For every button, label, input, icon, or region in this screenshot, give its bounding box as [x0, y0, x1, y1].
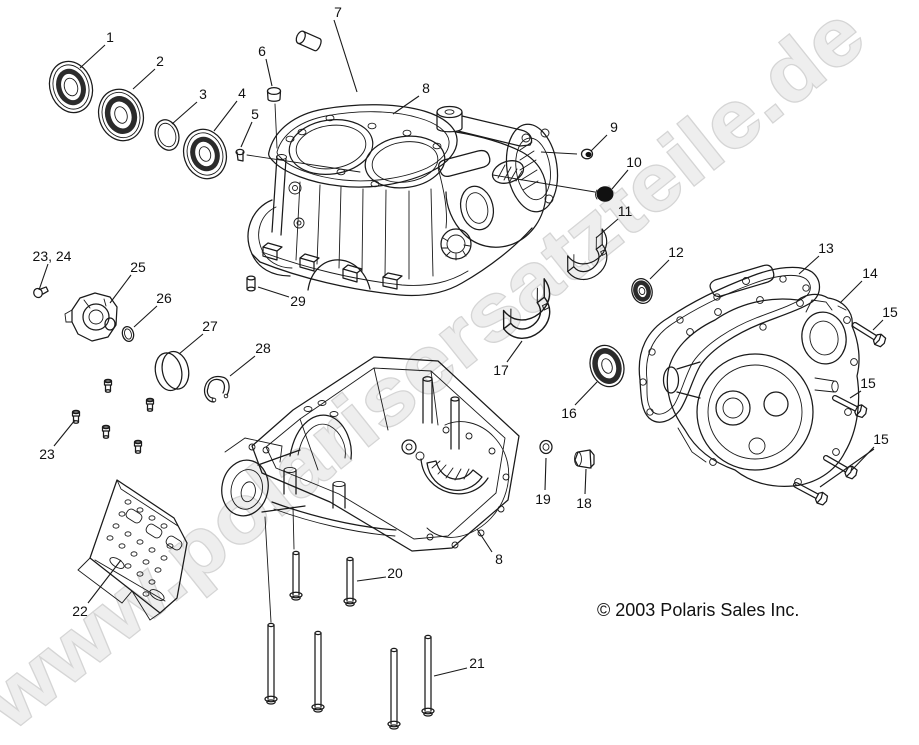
callout-label-10: 10: [626, 154, 642, 170]
callout-label-23: 23: [39, 446, 55, 462]
callout-label-28: 28: [255, 340, 271, 356]
callout-label-15: 15: [860, 375, 876, 391]
callout-leader-line: [595, 218, 619, 239]
callout-leader-line: [584, 468, 587, 495]
part-23-studs: [71, 378, 155, 454]
callout-label-9: 9: [610, 119, 618, 135]
part-5-screw: [235, 148, 245, 162]
callout-leader-line: [132, 68, 156, 90]
part-6-plug: [266, 86, 282, 102]
callout-label-25: 25: [130, 259, 146, 275]
callout-label-13: 13: [818, 240, 834, 256]
callout-leader-line: [87, 559, 122, 604]
callout-leader-line: [356, 576, 387, 582]
part-25-housing: [64, 292, 118, 342]
callout-leader-line: [109, 274, 132, 304]
part-23-24-bolt: [33, 286, 49, 299]
copyright-text: © 2003 Polaris Sales Inc.: [597, 600, 799, 620]
part-8-lower-crankcase: [221, 356, 520, 623]
callout-label-2: 2: [156, 53, 164, 69]
callout-leader-line: [433, 667, 468, 677]
callout-label-23-24: 23, 24: [33, 248, 72, 264]
callout-label-21: 21: [469, 655, 485, 671]
callout-label-7: 7: [334, 4, 342, 20]
part-7-dowel-pin: [295, 30, 322, 52]
part-27-plug-disc: [154, 350, 190, 392]
callout-label-16: 16: [561, 405, 577, 421]
callout-leader-line: [872, 319, 884, 331]
callout-label-5: 5: [251, 106, 259, 122]
part-16-oil-seal: [589, 344, 625, 388]
part-28-snap-ring: [203, 375, 230, 403]
callout-label-18: 18: [576, 495, 592, 511]
callout-leader-line: [506, 340, 523, 363]
callout-leader-line: [476, 528, 493, 553]
callout-label-19: 19: [535, 491, 551, 507]
callout-leader-line: [849, 390, 862, 399]
callout-leader-line: [38, 263, 49, 291]
part-9-nut: [580, 148, 594, 160]
callout-label-4: 4: [238, 85, 246, 101]
callout-leader-line: [590, 134, 608, 152]
callout-label-12: 12: [668, 244, 684, 260]
part-12-seal-washer: [631, 278, 653, 304]
callout-leader-line: [850, 446, 875, 472]
callout-leader-line: [213, 100, 238, 132]
callout-label-22: 22: [72, 603, 88, 619]
part-3-shim: [154, 119, 180, 151]
part-14-crankcase-cover: [662, 293, 860, 488]
part-21-bolts: [264, 622, 435, 730]
callout-label-27: 27: [202, 318, 218, 334]
part-15-cover-bolts: [790, 318, 889, 508]
part-18-drain-plug: [574, 449, 595, 469]
callout-leader-line: [257, 286, 290, 298]
callout-label-1: 1: [106, 29, 114, 45]
callout-label-15: 15: [873, 431, 889, 447]
callout-leader-line: [611, 169, 629, 190]
callout-leader-line: [540, 151, 578, 155]
callout-leader-line: [265, 58, 273, 87]
callout-label-8: 8: [495, 551, 503, 567]
callout-label-11: 11: [618, 203, 633, 219]
callout-leader-line: [839, 280, 863, 304]
part-8-upper-crankcase: [246, 103, 596, 297]
callout-leader-line: [544, 457, 547, 491]
callout-label-3: 3: [199, 86, 207, 102]
part-10-plug: [595, 186, 614, 202]
callout-label-26: 26: [156, 290, 172, 306]
callout-leader-line: [333, 19, 358, 93]
callout-label-6: 6: [258, 43, 266, 59]
part-1-oil-seal: [48, 60, 94, 114]
callout-leader-line: [574, 381, 598, 406]
callout-leader-line: [392, 95, 420, 115]
callout-leader-line: [819, 448, 875, 488]
callout-leader-line: [53, 419, 76, 447]
callout-leader-line: [171, 101, 198, 125]
part-20-bolts: [289, 550, 357, 607]
callout-label-20: 20: [387, 565, 403, 581]
callout-label-14: 14: [862, 265, 878, 281]
part-19-washer: [539, 439, 553, 455]
callout-leader-line: [79, 44, 106, 69]
part-4-bearing: [182, 128, 228, 180]
callout-leader-line: [133, 305, 158, 328]
part-22-baffle-plate: [77, 479, 188, 621]
callout-label-29: 29: [290, 293, 306, 309]
callout-label-17: 17: [493, 362, 509, 378]
callout-label-15: 15: [882, 304, 898, 320]
callout-leader-line: [649, 259, 670, 280]
part-26-o-ring: [121, 325, 135, 343]
part-29-dowel-pin: [246, 275, 256, 292]
callout-label-8: 8: [422, 80, 430, 96]
part-2-bearing: [97, 88, 145, 142]
callout-leader-line: [178, 333, 204, 355]
callout-leader-line: [240, 121, 253, 148]
callout-leader-line: [229, 355, 256, 377]
callout-leader-line: [798, 255, 820, 275]
part-13-cover-gasket: [638, 264, 821, 423]
